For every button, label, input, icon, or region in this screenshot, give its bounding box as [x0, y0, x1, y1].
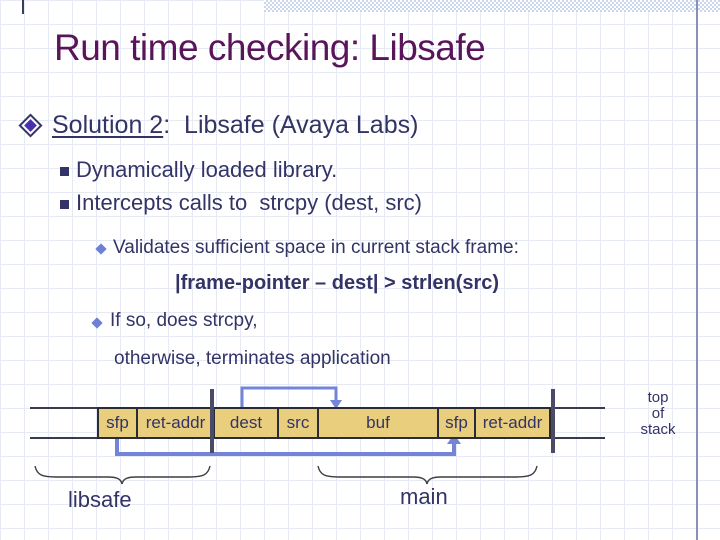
diamond-bullet-icon	[18, 113, 43, 138]
diamond-bullet-inner	[24, 119, 37, 132]
stack-cell: dest	[213, 409, 277, 437]
libsafe-frame-label: libsafe	[68, 487, 132, 512]
top-of-stack-caption: top of stack	[626, 390, 690, 438]
libsafe-brace	[34, 465, 211, 485]
stack-cell: ret-addr	[474, 409, 549, 437]
bullet-intercepts-calls: Intercepts calls to strcpy (dest, src)	[76, 190, 422, 215]
dest-to-buf-arrow	[240, 386, 338, 408]
small-diamond-bullet-icon	[95, 243, 107, 255]
arrowhead-up-icon	[447, 434, 461, 444]
main-frame-label: main	[400, 484, 448, 509]
solution-heading: Solution 2: Libsafe (Avaya Labs)	[52, 111, 418, 140]
right-edge-rule	[696, 0, 698, 540]
top-of-stack-line: stack	[640, 421, 676, 438]
frame-boundary-bar	[551, 389, 555, 453]
diagram-arrows-braces	[34, 386, 538, 485]
top-of-stack-line: of	[651, 405, 665, 422]
stack-cell: ret-addr	[136, 409, 213, 437]
bullet-dynamically-loaded: Dynamically loaded library.	[76, 157, 338, 182]
top-of-stack-line: top	[647, 389, 669, 406]
bullet-if-so: If so, does strcpy,	[110, 310, 258, 331]
solution-heading-underlined: Solution 2	[52, 111, 164, 139]
bullet-otherwise: otherwise, terminates application	[114, 348, 391, 369]
arrowhead-down-icon	[330, 400, 342, 409]
stack-cell: buf	[317, 409, 437, 437]
bullet-validates: Validates sufficient space in current st…	[113, 237, 519, 258]
small-diamond-bullet-icon	[91, 317, 103, 329]
stack-cell: sfp	[106, 413, 129, 432]
square-bullet-icon	[60, 200, 69, 209]
stack-cell: src	[277, 409, 317, 437]
margin-tick	[22, 0, 24, 14]
main-brace	[317, 465, 538, 485]
sfp-to-sfp-arrow	[115, 438, 456, 456]
frame-pointer-formula: |frame-pointer – dest| > strlen(src)	[175, 272, 500, 294]
slide-title: Run time checking: Libsafe	[54, 27, 486, 68]
stack-cell: sfp	[437, 409, 474, 437]
frame-boundary-bar	[210, 389, 214, 453]
solution-heading-rest: : Libsafe (Avaya Labs)	[163, 111, 419, 139]
decorative-checker-band	[264, 0, 720, 12]
stack-cells-row: sfp ret-addr dest src buf sfp ret-addr	[97, 407, 551, 439]
square-bullet-icon	[60, 167, 69, 176]
